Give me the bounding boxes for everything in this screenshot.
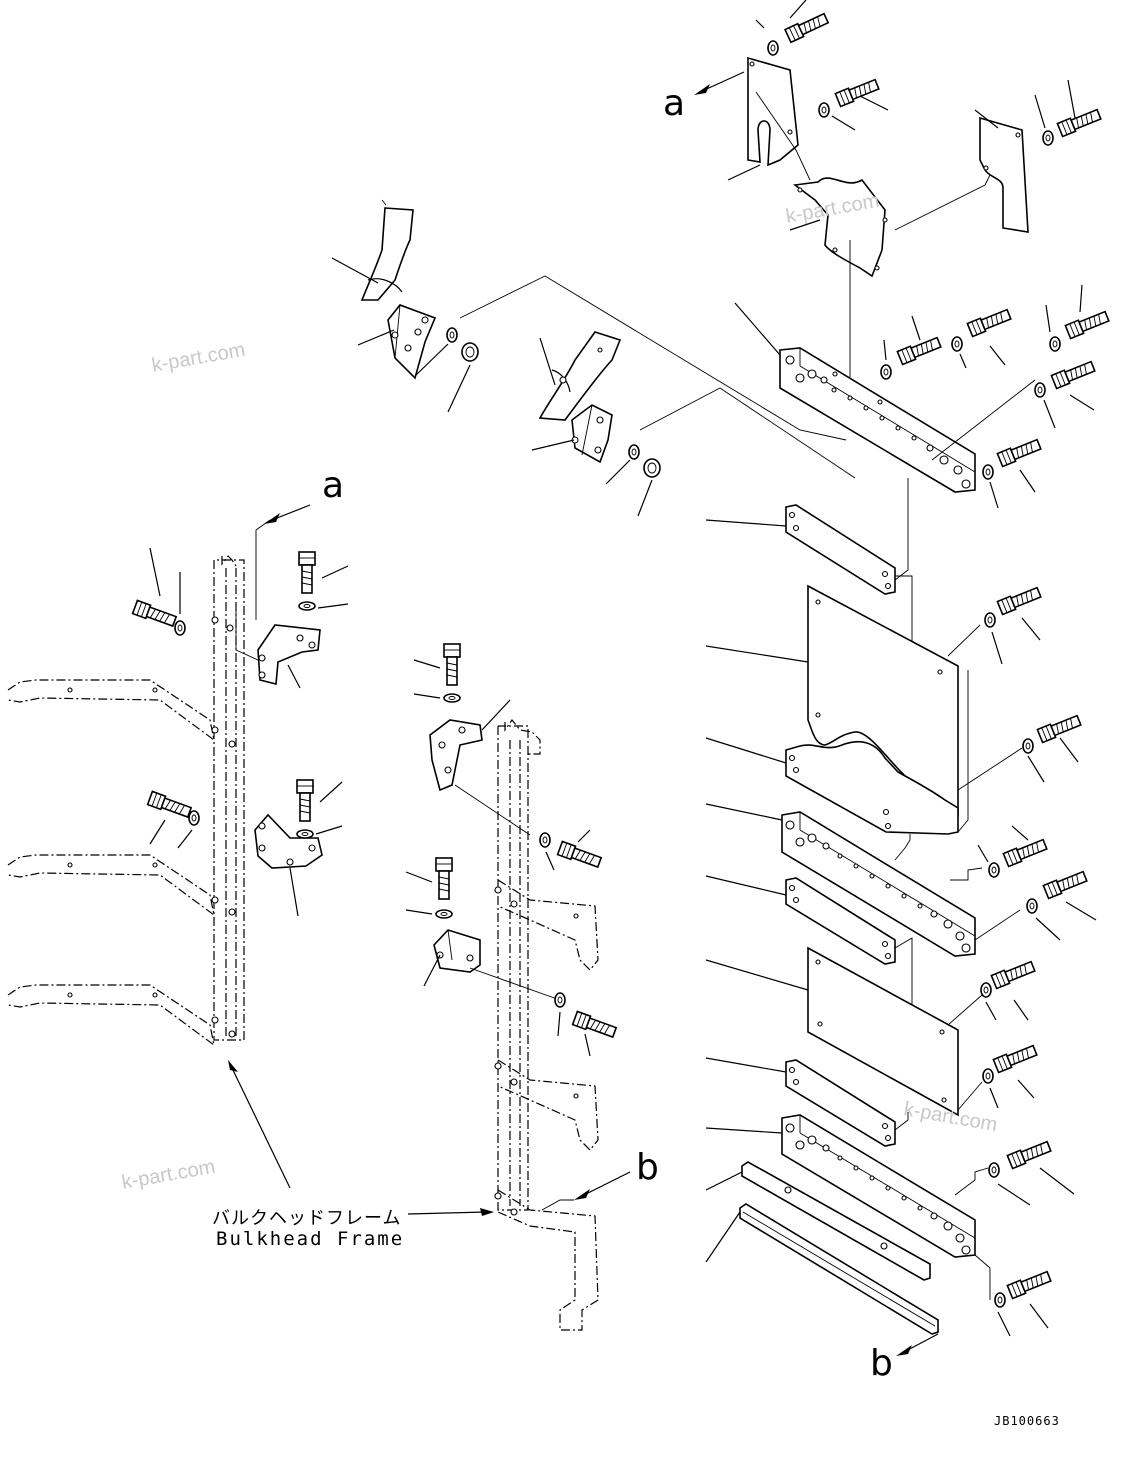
top-right-cover-plate <box>974 109 1029 233</box>
drawing-code: JB100663 <box>994 1414 1060 1428</box>
reference-b-bottom: b <box>870 1343 893 1384</box>
spacer-plate-1 <box>705 504 896 595</box>
upper-mount-plate <box>734 302 976 493</box>
top-left-cover-plate <box>727 56 799 181</box>
hose-clamp-bracket-right <box>531 331 622 464</box>
mid-mount-plate <box>705 803 976 957</box>
reference-a-left: a <box>322 465 345 506</box>
hose-clamp-bracket-left <box>331 199 437 380</box>
middle-bracket-2 <box>423 929 561 1001</box>
middle-bracket-1 <box>429 699 531 836</box>
lower-mount-plate <box>705 1114 976 1258</box>
frame-label-japanese: バルクヘッドフレーム <box>212 1208 402 1229</box>
reference-a-top: a <box>663 83 686 124</box>
frame-label-english: Bulkhead Frame <box>216 1228 405 1250</box>
left-bracket-2 <box>254 813 323 917</box>
spacer-plate-3 <box>705 1057 896 1147</box>
seal-cover-plate-2 <box>705 737 959 835</box>
spacer-plate-2 <box>705 875 896 965</box>
reference-b-middle: b <box>636 1147 659 1188</box>
middle-bulkhead-frame <box>494 718 599 1331</box>
left-bulkhead-frame <box>7 555 245 1047</box>
cover-plate-3 <box>705 946 959 1117</box>
seal-strip <box>705 1161 931 1281</box>
top-center-bracket-plate <box>789 177 888 278</box>
rubber-seal <box>705 1203 939 1335</box>
left-bracket-1 <box>257 624 321 689</box>
